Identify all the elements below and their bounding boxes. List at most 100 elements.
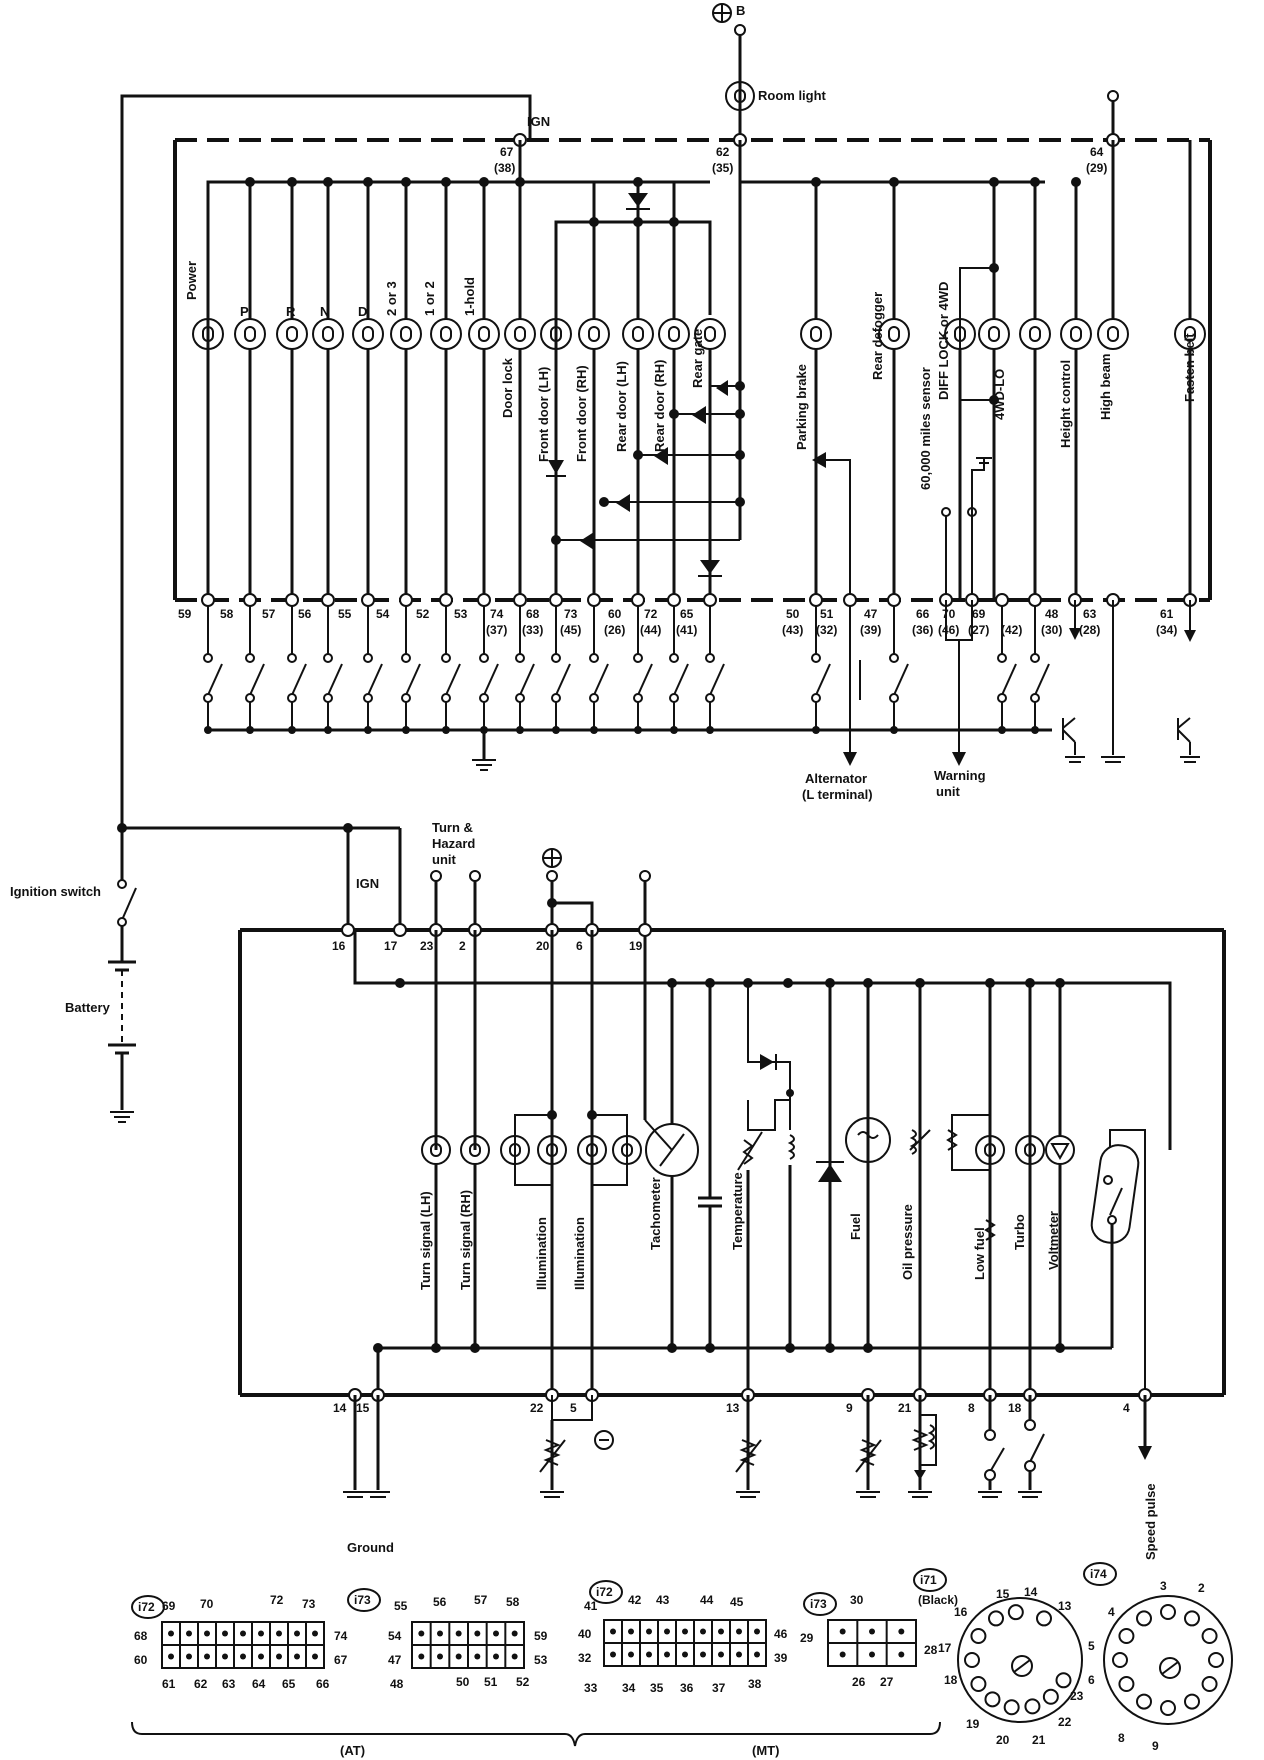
top-bottom-pin-node (1028, 593, 1042, 607)
bottom-bottom-pin-1: 15 (356, 1401, 370, 1415)
top-bottom-pin-node (439, 593, 453, 607)
mileage-sensor-label: 60,000 miles sensor (918, 367, 933, 490)
top-bottom-pin-7: 53 (454, 607, 468, 621)
top-bottom-pin-node (703, 593, 717, 607)
top-bottom-pin-node (321, 593, 335, 607)
top-pin-64: 64 (1090, 145, 1104, 159)
bottom-top-pin-0: 16 (332, 939, 346, 953)
c5-pin-7: 20 (996, 1733, 1010, 1747)
door-diode-matrix (546, 380, 745, 577)
top-bottom-pin-alt-12: (44) (640, 623, 661, 637)
c3-right-1: 39 (774, 1651, 788, 1665)
top-bottom-pin-3: 56 (298, 607, 312, 621)
c6-pin-2: 2 (1198, 1581, 1205, 1595)
top-ign-label: IGN (527, 114, 550, 129)
c2-id: i73 (354, 1593, 371, 1607)
c5-sub: (Black) (918, 1593, 958, 1607)
top-bottom-pin-13: 65 (680, 607, 694, 621)
top-bottom-pin-19: 69 (972, 607, 986, 621)
lamp-4wd-lo (978, 318, 1010, 350)
c1-bottom-3: 64 (252, 1677, 266, 1691)
top-bottom-pin-6: 52 (416, 607, 430, 621)
top-pin-62: 62 (716, 145, 730, 159)
top-bottom-pin-5: 54 (376, 607, 390, 621)
lamp-label-17: 4WD-LO (992, 369, 1007, 420)
illumination-lamp-2 (577, 1135, 642, 1165)
lamp-rear-defogger (878, 318, 910, 350)
top-bottom-pin-node (399, 593, 413, 607)
capacitor (698, 983, 722, 1348)
c3-left-0: 40 (578, 1627, 592, 1641)
top-bottom-pin-node (995, 593, 1009, 607)
c1-bottom-2: 63 (222, 1677, 236, 1691)
c5-pin-6: 19 (966, 1717, 980, 1731)
top-bottom-pin-alt-18: (46) (938, 623, 959, 637)
c4-left-0: 29 (800, 1631, 814, 1645)
top-bottom-pin-alt-8: (37) (486, 623, 507, 637)
c1-top-0: 69 (162, 1599, 176, 1613)
c2-bottom-0: 48 (390, 1677, 404, 1691)
c1-bottom-4: 65 (282, 1677, 296, 1691)
c3-top-4: 45 (730, 1595, 744, 1609)
top-bottom-pin-node (361, 593, 375, 607)
c2-left-0: 54 (388, 1629, 402, 1643)
battery-plus-symbol: B (712, 3, 745, 23)
c6-pin-6: 9 (1152, 1739, 1159, 1753)
lamp-rear-gate (694, 318, 726, 350)
c1-id: i72 (138, 1600, 155, 1614)
at-label: (AT) (340, 1743, 365, 1758)
lamp-rear-door-lh- (622, 318, 654, 350)
c5-pin-1: 15 (996, 1587, 1010, 1601)
bottom-plus-symbol (542, 848, 562, 868)
top-bottom-pin-18: 70 (942, 607, 956, 621)
c1-right-1: 67 (334, 1653, 348, 1667)
gauge-label-7: Oil pressure (900, 1204, 915, 1280)
top-pin-67-alt: (38) (494, 161, 515, 175)
mt-label: (MT) (752, 1743, 779, 1758)
voltmeter (1045, 983, 1075, 1348)
c2-bottom-2: 51 (484, 1675, 498, 1689)
bottom-bottom-pin-9: 4 (1123, 1401, 1130, 1415)
alternator-label: Alternator (805, 771, 867, 786)
bottom-top-pin-1: 17 (384, 939, 398, 953)
speed-sensor-reed (1090, 1129, 1146, 1395)
lamp-label-18: Height control (1058, 360, 1073, 448)
top-bottom-pin-alt-14: (43) (782, 623, 803, 637)
lamp-label-19: High beam (1098, 354, 1113, 420)
top-bottom-pin-0: 59 (178, 607, 192, 621)
lamp-label-20: Fasten belt (1182, 333, 1197, 402)
lamp-high-beam-main (1097, 318, 1129, 350)
c6-pin-0: 4 (1108, 1605, 1115, 1619)
bottom-ign-label: IGN (356, 876, 379, 891)
lamp-r (276, 318, 308, 350)
top-bottom-pin-node (809, 593, 823, 607)
gauge-label-3: Illumination (572, 1217, 587, 1290)
c5-pin-5: 18 (944, 1673, 958, 1687)
c5-pin-10: 23 (1070, 1689, 1084, 1703)
lamp-fasten-belt (1174, 318, 1206, 350)
top-bottom-pin-alt-13: (41) (676, 623, 697, 637)
top-bottom-pin-15: 51 (820, 607, 834, 621)
c2-bottom-3: 52 (516, 1675, 530, 1689)
top-bottom-pin-16: 47 (864, 607, 878, 621)
c4-id: i73 (810, 1597, 827, 1611)
c4-bottom-0: 26 (852, 1675, 866, 1689)
top-bottom-pin-12: 72 (644, 607, 658, 621)
top-pin-62-alt: (35) (712, 161, 733, 175)
c1-left-1: 60 (134, 1653, 148, 1667)
c5-pin-9: 22 (1058, 1715, 1072, 1729)
lamp-label-4: D (358, 304, 367, 319)
top-pin-67: 67 (500, 145, 514, 159)
bottom-top-pin-3: 2 (459, 939, 466, 953)
c2-top-1: 56 (433, 1595, 447, 1609)
top-bottom-pin-node (667, 593, 681, 607)
c2-right-0: 59 (534, 1629, 548, 1643)
lamp-label-11: Rear door (LH) (614, 361, 629, 452)
c5-pin-3: 13 (1058, 1599, 1072, 1613)
battery-plus-label: B (736, 3, 745, 18)
lamp-label-2: R (286, 304, 296, 319)
c3-bottom-0: 33 (584, 1681, 598, 1695)
lamp-rear-door-rh- (658, 318, 690, 350)
c3-left-1: 32 (578, 1651, 592, 1665)
